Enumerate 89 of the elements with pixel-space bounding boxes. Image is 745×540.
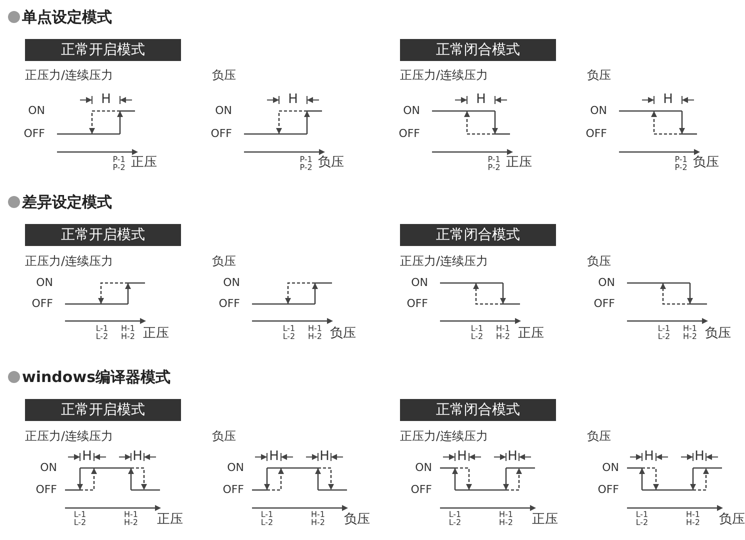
mode-header-band: 正常开启模式 [25, 399, 181, 421]
panel-subtitle: 正压力/连续压力 [25, 255, 114, 268]
panel-subtitle: 正压力/连续压力 [400, 430, 488, 444]
setpoint-tick-label: L-1 L-2 [656, 325, 672, 341]
on-level-label: ON [602, 462, 619, 474]
off-level-label: OFF [586, 128, 607, 140]
setpoint-tick-label: H-1 H-2 [307, 325, 323, 341]
hysteresis-label: H [694, 450, 704, 464]
on-level-label: ON [40, 462, 57, 474]
on-level-label: ON [223, 276, 240, 290]
panel-subtitle: 正压力/连续压力 [25, 69, 114, 82]
axis-label: 负压 [705, 327, 731, 342]
on-level-label: ON [227, 462, 244, 474]
off-level-label: OFF [598, 484, 619, 496]
hysteresis-label: H [320, 450, 330, 464]
setpoint-tick-label: H-1 H-2 [120, 325, 136, 341]
setpoint-tick-label: L-1 L-2 [72, 511, 88, 527]
off-level-label: OFF [406, 298, 428, 310]
on-level-label: ON [403, 104, 420, 118]
section-heading: windows编译器模式 [22, 369, 171, 386]
axis-label: 正压 [518, 327, 544, 342]
setpoint-tick-label: P-1 P-2 [112, 156, 126, 172]
panel-subtitle: 正压力/连续压力 [400, 255, 488, 268]
setpoint-tick-label: P-1 P-2 [674, 156, 688, 172]
off-level-label: OFF [218, 298, 240, 310]
panel-subtitle: 负压 [212, 255, 236, 268]
axis-label: 负压 [330, 327, 356, 342]
off-level-label: OFF [210, 128, 232, 140]
off-level-label: OFF [222, 484, 244, 496]
on-level-label: ON [590, 104, 607, 118]
mode-header-band: 正常闭合模式 [400, 399, 556, 421]
hysteresis-label: H [132, 450, 142, 464]
panel-subtitle: 负压 [212, 430, 236, 444]
hysteresis-label: H [288, 92, 298, 108]
axis-label: 正压 [157, 513, 183, 528]
axis-label: 正压 [506, 156, 532, 170]
setpoint-tick-label: L-1 L-2 [470, 325, 484, 341]
setpoint-tick-label: P-1 P-2 [486, 156, 502, 172]
panel-subtitle: 负压 [587, 430, 611, 444]
off-level-label: OFF [398, 128, 420, 140]
panel-subtitle: 负压 [587, 255, 611, 268]
setpoint-tick-label: L-1 L-2 [94, 325, 110, 341]
setpoint-tick-label: H-1 H-2 [495, 325, 511, 341]
setpoint-tick-label: P-1 P-2 [298, 156, 314, 172]
on-level-label: ON [415, 462, 432, 474]
axis-label: 负压 [719, 513, 745, 528]
axis-label: 负压 [344, 513, 370, 528]
section-heading: 单点设定模式 [22, 9, 112, 26]
hysteresis-label: H [508, 450, 518, 464]
panel-subtitle: 正压力/连续压力 [25, 430, 114, 444]
hysteresis-label: H [269, 450, 279, 464]
on-level-label: ON [411, 276, 428, 290]
setpoint-tick-label: L-1 L-2 [448, 511, 462, 527]
hysteresis-label: H [457, 450, 467, 464]
axis-label: 正压 [143, 327, 169, 342]
setpoint-tick-label: H-1 H-2 [682, 325, 698, 341]
off-level-label: OFF [36, 484, 57, 496]
section-heading: 差异设定模式 [22, 194, 112, 210]
axis-label: 正压 [532, 513, 558, 528]
mode-header-band: 正常闭合模式 [400, 224, 556, 246]
on-level-label: ON [28, 104, 45, 118]
off-level-label: OFF [24, 128, 45, 140]
setpoint-tick-label: L-1 L-2 [260, 511, 274, 527]
hysteresis-label: H [82, 450, 92, 464]
panel-subtitle: 负压 [587, 69, 611, 82]
axis-label: 负压 [693, 156, 719, 170]
off-level-label: OFF [32, 298, 53, 310]
setpoint-tick-label: L-1 L-2 [282, 325, 296, 341]
setpoint-tick-label: H-1 H-2 [498, 511, 514, 527]
setpoint-tick-label: H-1 H-2 [310, 511, 326, 527]
mode-header-band: 正常开启模式 [25, 224, 181, 246]
hysteresis-label: H [476, 92, 486, 108]
hysteresis-label: H [101, 92, 111, 108]
setpoint-tick-label: H-1 H-2 [685, 511, 701, 527]
off-level-label: OFF [594, 298, 615, 310]
setpoint-tick-label: L-1 L-2 [634, 511, 650, 527]
mode-header-band: 正常闭合模式 [400, 39, 556, 61]
on-level-label: ON [36, 276, 53, 290]
on-level-label: ON [598, 276, 615, 290]
mode-header-band: 正常开启模式 [25, 39, 181, 61]
off-level-label: OFF [410, 484, 432, 496]
axis-label: 负压 [318, 156, 344, 170]
hysteresis-label: H [644, 450, 654, 464]
setpoint-tick-label: H-1 H-2 [123, 511, 139, 527]
hysteresis-label: H [663, 92, 673, 108]
panel-subtitle: 正压力/连续压力 [400, 69, 488, 82]
on-level-label: ON [215, 104, 232, 118]
panel-subtitle: 负压 [212, 69, 236, 82]
axis-label: 正压 [131, 156, 157, 170]
